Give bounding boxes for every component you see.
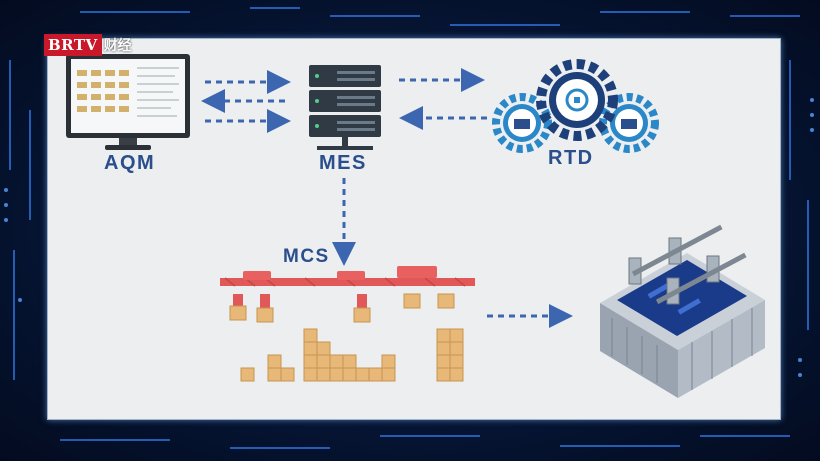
mcs-crane-icon: [220, 266, 475, 323]
mes-label: MES: [319, 152, 367, 174]
rtd-gear-icon: [492, 59, 659, 153]
aqm-monitor-icon: [66, 54, 190, 150]
logo-main: BRTV: [44, 34, 102, 56]
brtv-logo: BRTV 财经: [44, 34, 132, 56]
box-stacks: [240, 328, 464, 382]
flow-diagram: [66, 54, 765, 398]
aqm-mes-arrows: [201, 70, 291, 133]
aqm-label: AQM: [104, 152, 156, 174]
mes-server-icon: [309, 65, 381, 150]
mes-rtd-arrows: [399, 68, 487, 130]
logo-sub: 财经: [103, 37, 132, 53]
production-machine-icon: [600, 224, 765, 398]
rtd-label: RTD: [548, 147, 594, 169]
mcs-label: MCS: [283, 246, 330, 267]
